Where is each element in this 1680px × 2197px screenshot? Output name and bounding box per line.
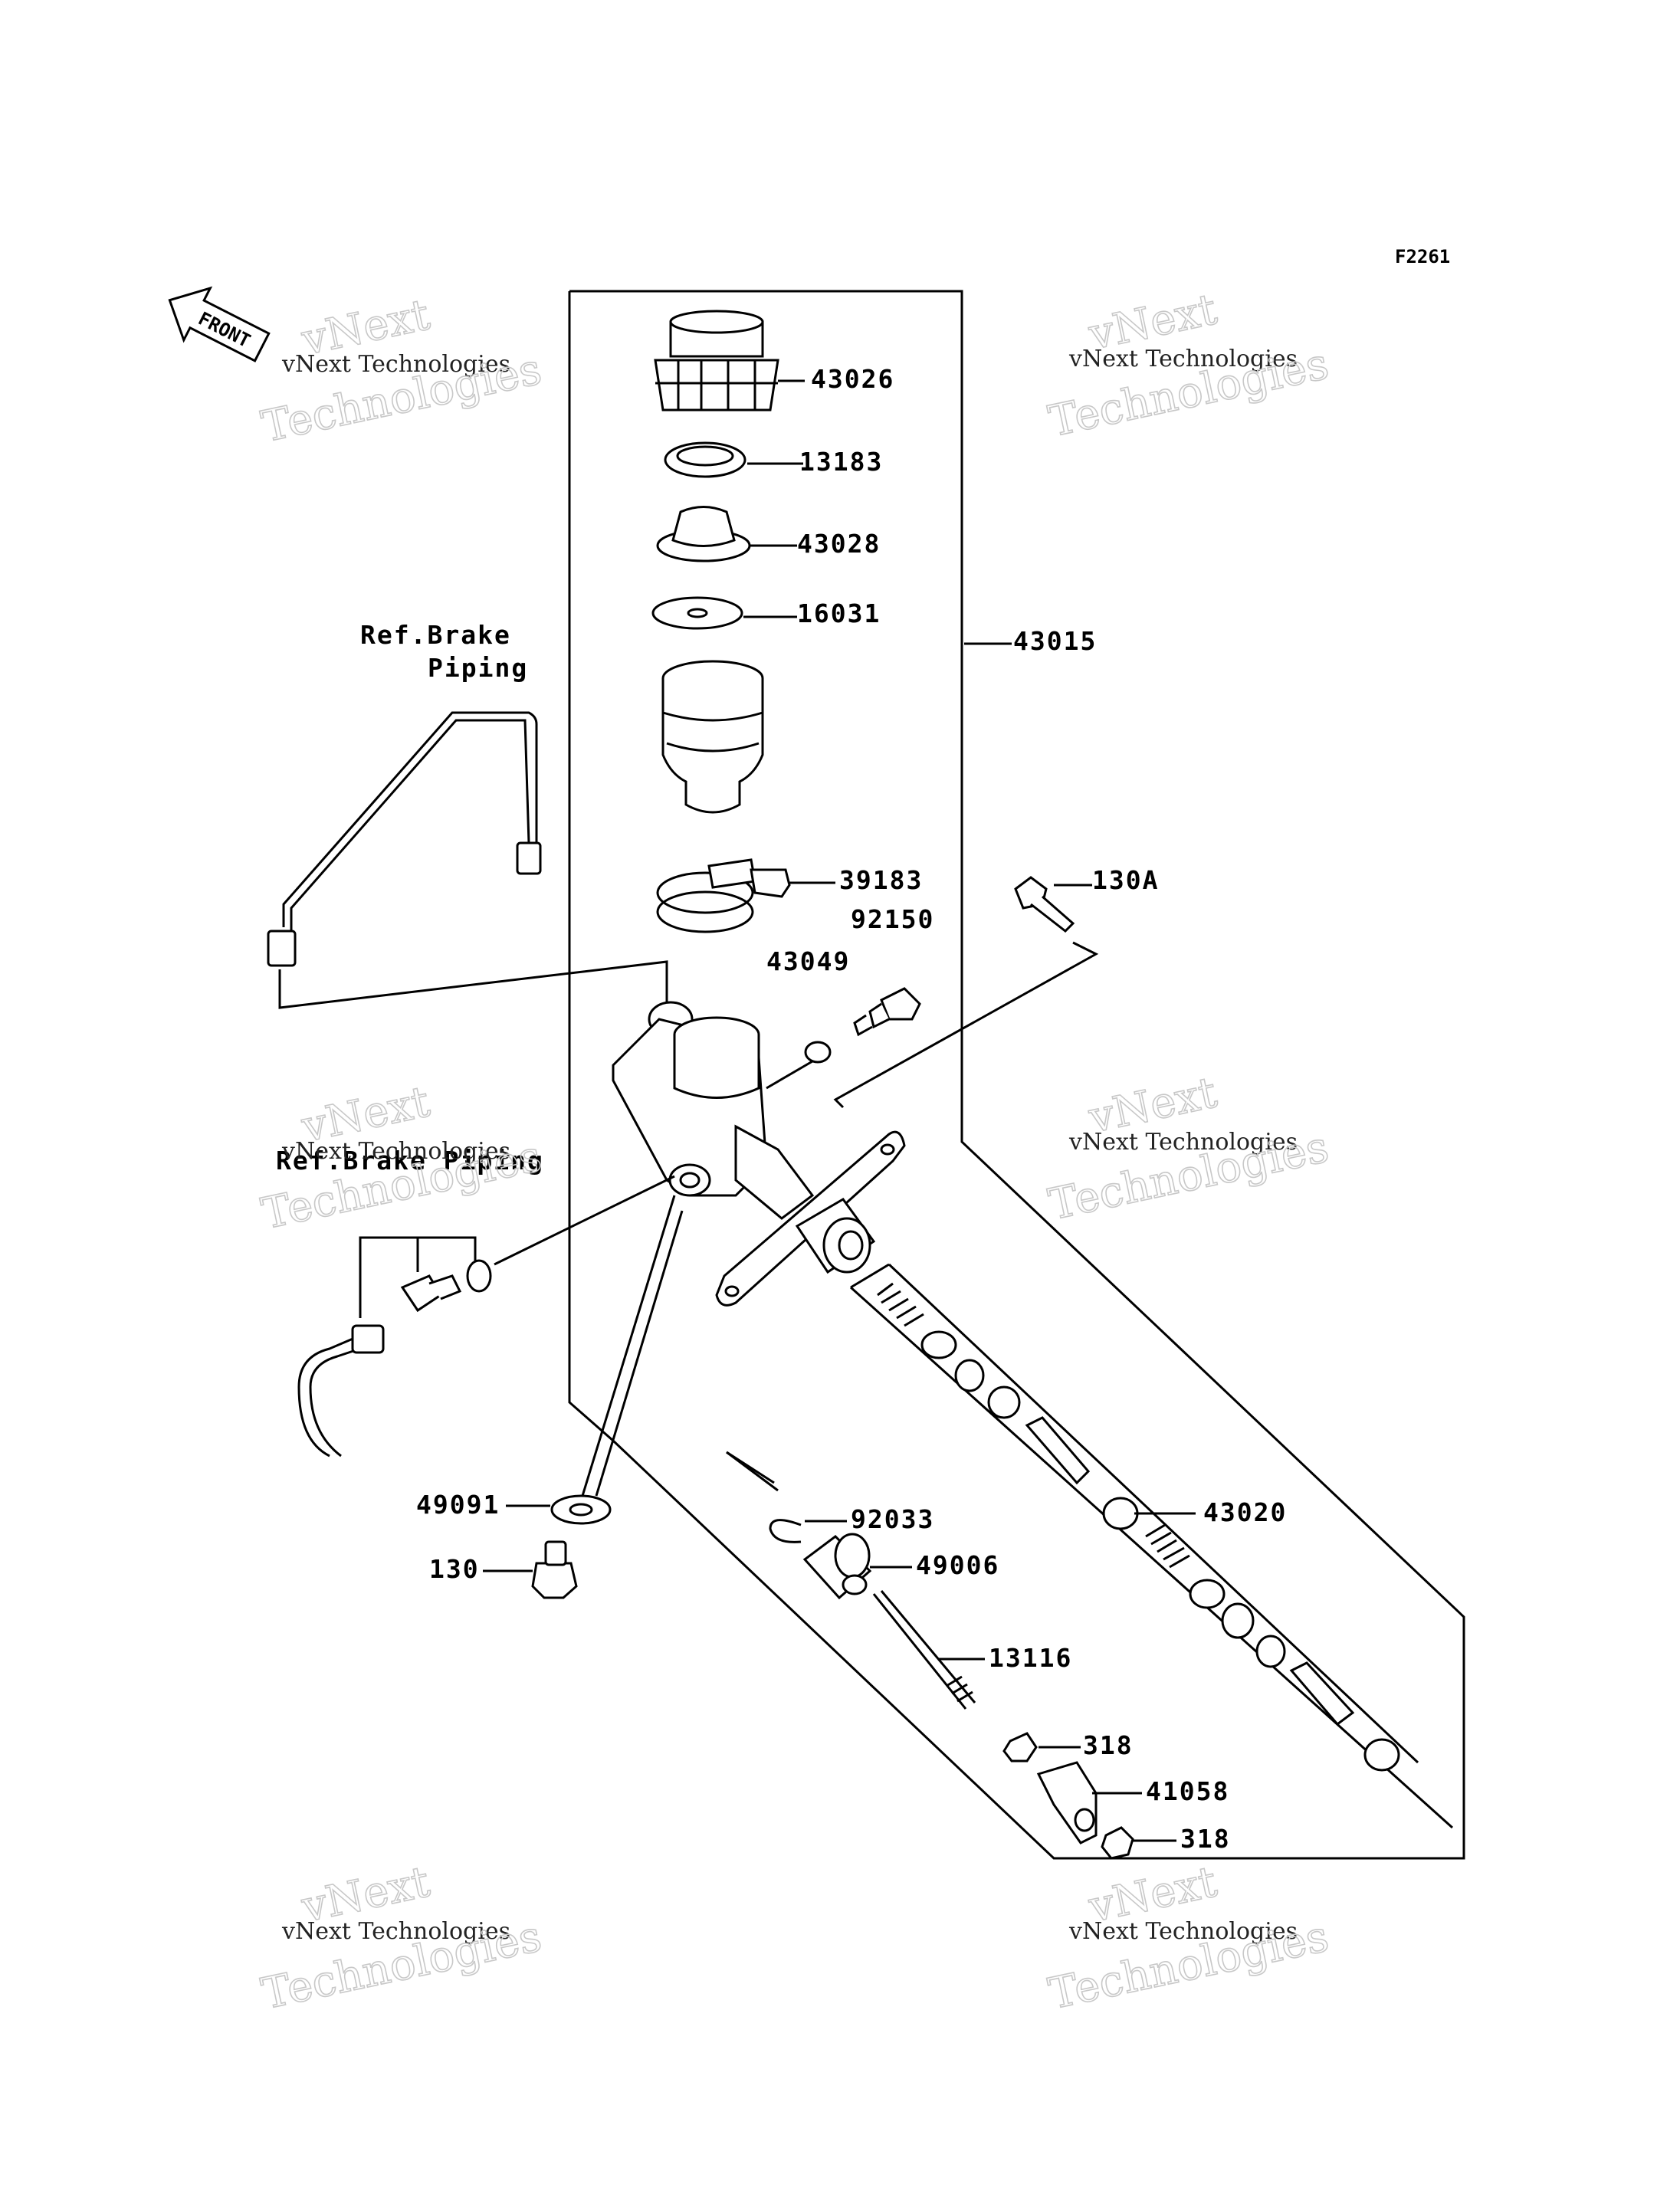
svg-text:vNext Technologies: vNext Technologies [281,1138,510,1165]
master-cylinder-body [612,1001,815,1220]
nut-318-lower [1101,1826,1134,1860]
ref-piping-label: Piping [428,653,528,683]
dust-boot [802,1533,872,1600]
part-number: 43049 [766,946,850,976]
mounting-flange [715,1130,906,1307]
part-number: 318 [1180,1824,1231,1854]
part-number: 16031 [797,598,881,628]
push-rod [872,1590,976,1710]
leader-pipe-upper [278,960,668,1019]
part-number: 39183 [839,865,923,895]
leader-49091-a [581,1195,676,1497]
piston-assembly [849,1263,1454,1829]
part-number: 43020 [1203,1497,1287,1527]
leader-circlip-b [726,1451,779,1492]
svg-text:vNext Technologies: vNext Technologies [1068,346,1298,372]
watermark: vNext Technologies vNext Technologies [257,289,546,453]
brake-pipe-lower [297,1259,492,1458]
part-number: 43015 [1013,626,1097,656]
leader-washer-lower [494,1175,675,1266]
leader-43049 [766,1060,813,1090]
watermark: vNext Technologies vNext Technologies [1044,1067,1334,1231]
svg-text:vNext Technologies: vNext Technologies [1068,1918,1298,1945]
ref-brake-label: Ref.Brake [360,620,511,650]
part-number: 318 [1083,1730,1134,1760]
svg-text:vNext Technologies: vNext Technologies [281,351,510,378]
leader-130A [833,941,1099,1109]
circlip [769,1519,802,1543]
svg-text:vNext Technologies: vNext Technologies [281,1918,510,1945]
diaphragm [656,506,751,562]
svg-text:vNext Technologies: vNext Technologies [1068,1129,1298,1156]
reservoir-cap [654,310,779,412]
washer-43049 [804,1041,832,1064]
reservoir-body [661,660,764,814]
clamp [656,858,791,933]
assembly-outline-43015 [568,290,1465,1860]
part-number: 130A [1092,865,1159,895]
part-number: 49006 [916,1550,999,1580]
plate-ring [664,441,746,478]
watermark: vNext Technologies vNext Technologies [1044,284,1334,448]
washer-49091 [550,1494,612,1525]
leader-49091-b [595,1210,684,1497]
bolt-130 [531,1540,578,1599]
part-number: 41058 [1146,1776,1229,1806]
part-number: 43028 [797,529,881,559]
watermark: vNext Technologies vNext Technologies [257,1856,546,2020]
part-number: 130 [429,1554,480,1584]
washer-16031 [651,596,743,630]
part-number: 13116 [989,1643,1072,1673]
ref-brake-piping-label: Ref.Brake Piping [276,1146,544,1176]
figure-code: F2261 [1395,246,1450,267]
nut-318-upper [1002,1732,1038,1763]
clevis [1036,1761,1098,1844]
part-number: 43026 [811,364,894,394]
watermark: vNext Technologies vNext Technologies [257,1076,546,1240]
front-arrow-icon: FRONT [168,286,271,362]
brake-pipe-upper [267,711,542,967]
watermark: vNext Technologies vNext Technologies [1044,1856,1334,2020]
part-number: 92150 [851,904,934,934]
part-number: 49091 [416,1490,500,1520]
bolt-130A [1014,876,1075,933]
part-number: 13183 [799,447,883,477]
part-number: 92033 [851,1504,934,1534]
bleeder-92150 [853,987,921,1037]
